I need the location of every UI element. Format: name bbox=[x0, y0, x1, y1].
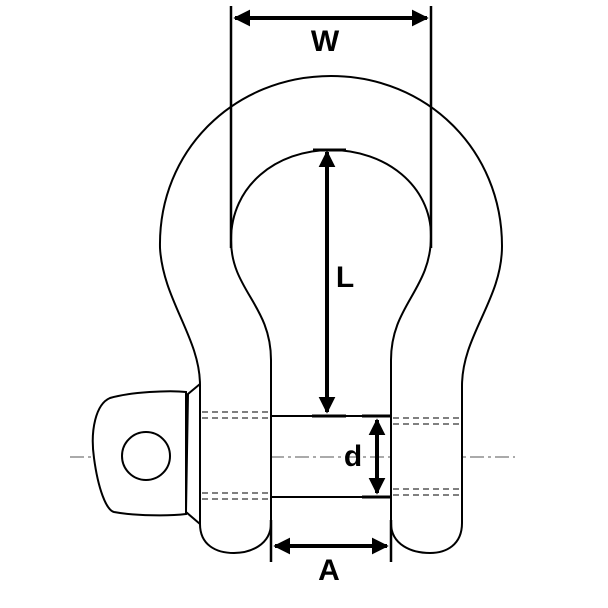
dimension-d bbox=[362, 414, 391, 499]
pin-eye-hole bbox=[121, 431, 171, 481]
dimension-w bbox=[229, 6, 433, 248]
pin-hidden-lines bbox=[202, 411, 460, 500]
label-w: W bbox=[311, 25, 340, 58]
pin-collar bbox=[184, 383, 201, 525]
shackle-bow bbox=[158, 74, 504, 555]
dimension-a bbox=[269, 520, 393, 562]
dimension-l bbox=[312, 148, 346, 418]
label-l: L bbox=[336, 261, 354, 294]
label-a: A bbox=[318, 554, 340, 587]
label-d: d bbox=[344, 440, 362, 473]
